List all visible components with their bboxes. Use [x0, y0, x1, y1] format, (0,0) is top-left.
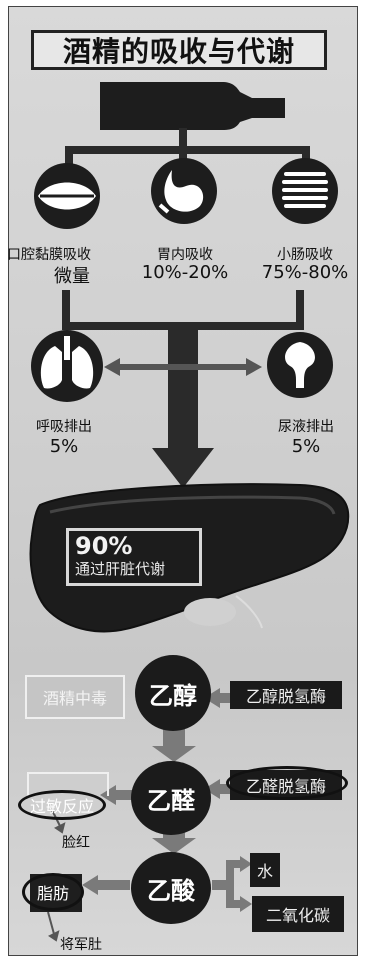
enzyme1-box: 乙醇脱氢酶: [230, 681, 342, 709]
enzyme1-label: 乙醇脱氢酶: [245, 687, 326, 706]
kidney-icon: [267, 332, 333, 398]
fat-highlight-ring: 脂肪: [22, 873, 84, 911]
intoxication-box: 酒精中毒: [25, 675, 125, 719]
fat-label: 脂肪: [36, 884, 69, 903]
liver-caption: 通过肝脏代谢: [75, 560, 166, 578]
urine-excretion-label: 尿液排出: [278, 419, 334, 435]
allergy-label: 过敏反应: [29, 797, 94, 816]
intestine-icon: [272, 158, 338, 224]
water-box: 水: [250, 853, 280, 887]
co2-box: 二氧化碳: [252, 896, 344, 932]
breath-excretion-value: 5%: [49, 436, 79, 457]
stomach-icon: [151, 158, 217, 224]
page-title: 酒精的吸收与代谢: [31, 30, 327, 70]
stomach-absorption-value: 10%-20%: [141, 262, 229, 283]
acetic-acid-label: 乙酸: [147, 876, 195, 905]
allergy-box-outline: [27, 772, 109, 796]
ethanol-node: 乙醇: [135, 655, 211, 731]
enzyme2-highlight-ring: [226, 766, 348, 800]
fat-result-label: 将军肚: [60, 937, 102, 953]
intestine-absorption-label: 小肠吸收: [277, 247, 333, 263]
mouth-absorption-value: 微量: [54, 266, 90, 287]
liver-percent: 90%: [75, 532, 133, 560]
breath-excretion-label: 呼吸排出: [36, 419, 92, 435]
excretion-arrows: [104, 358, 262, 376]
acetaldehyde-label: 乙醛: [147, 786, 195, 815]
mouth-absorption-label: 口腔黏膜吸收: [7, 247, 91, 263]
absorption-connectors: [62, 290, 304, 488]
stomach-absorption-label: 胃内吸收: [157, 247, 213, 263]
ethanol-label: 乙醇: [149, 681, 197, 710]
lungs-icon: [31, 330, 103, 402]
intestine-absorption-value: 75%-80%: [261, 262, 349, 283]
gallbladder-icon: [184, 598, 236, 626]
mouth-icon: [34, 163, 100, 229]
connector-lines: [65, 128, 310, 166]
acetaldehyde-node: 乙醛: [131, 761, 211, 835]
acetic-acid-node: 乙酸: [131, 852, 211, 924]
liver-percent-box: 90% 通过肝脏代谢: [66, 528, 202, 586]
water-label: 水: [256, 862, 273, 881]
intoxication-label: 酒精中毒: [42, 689, 107, 708]
allergy-highlight-ring: 过敏反应: [18, 790, 106, 820]
co2-label: 二氧化碳: [265, 906, 330, 925]
urine-excretion-value: 5%: [291, 436, 321, 457]
bottle-icon: [100, 82, 285, 130]
allergy-result-label: 脸红: [62, 835, 90, 851]
liver-icon: [29, 483, 350, 633]
